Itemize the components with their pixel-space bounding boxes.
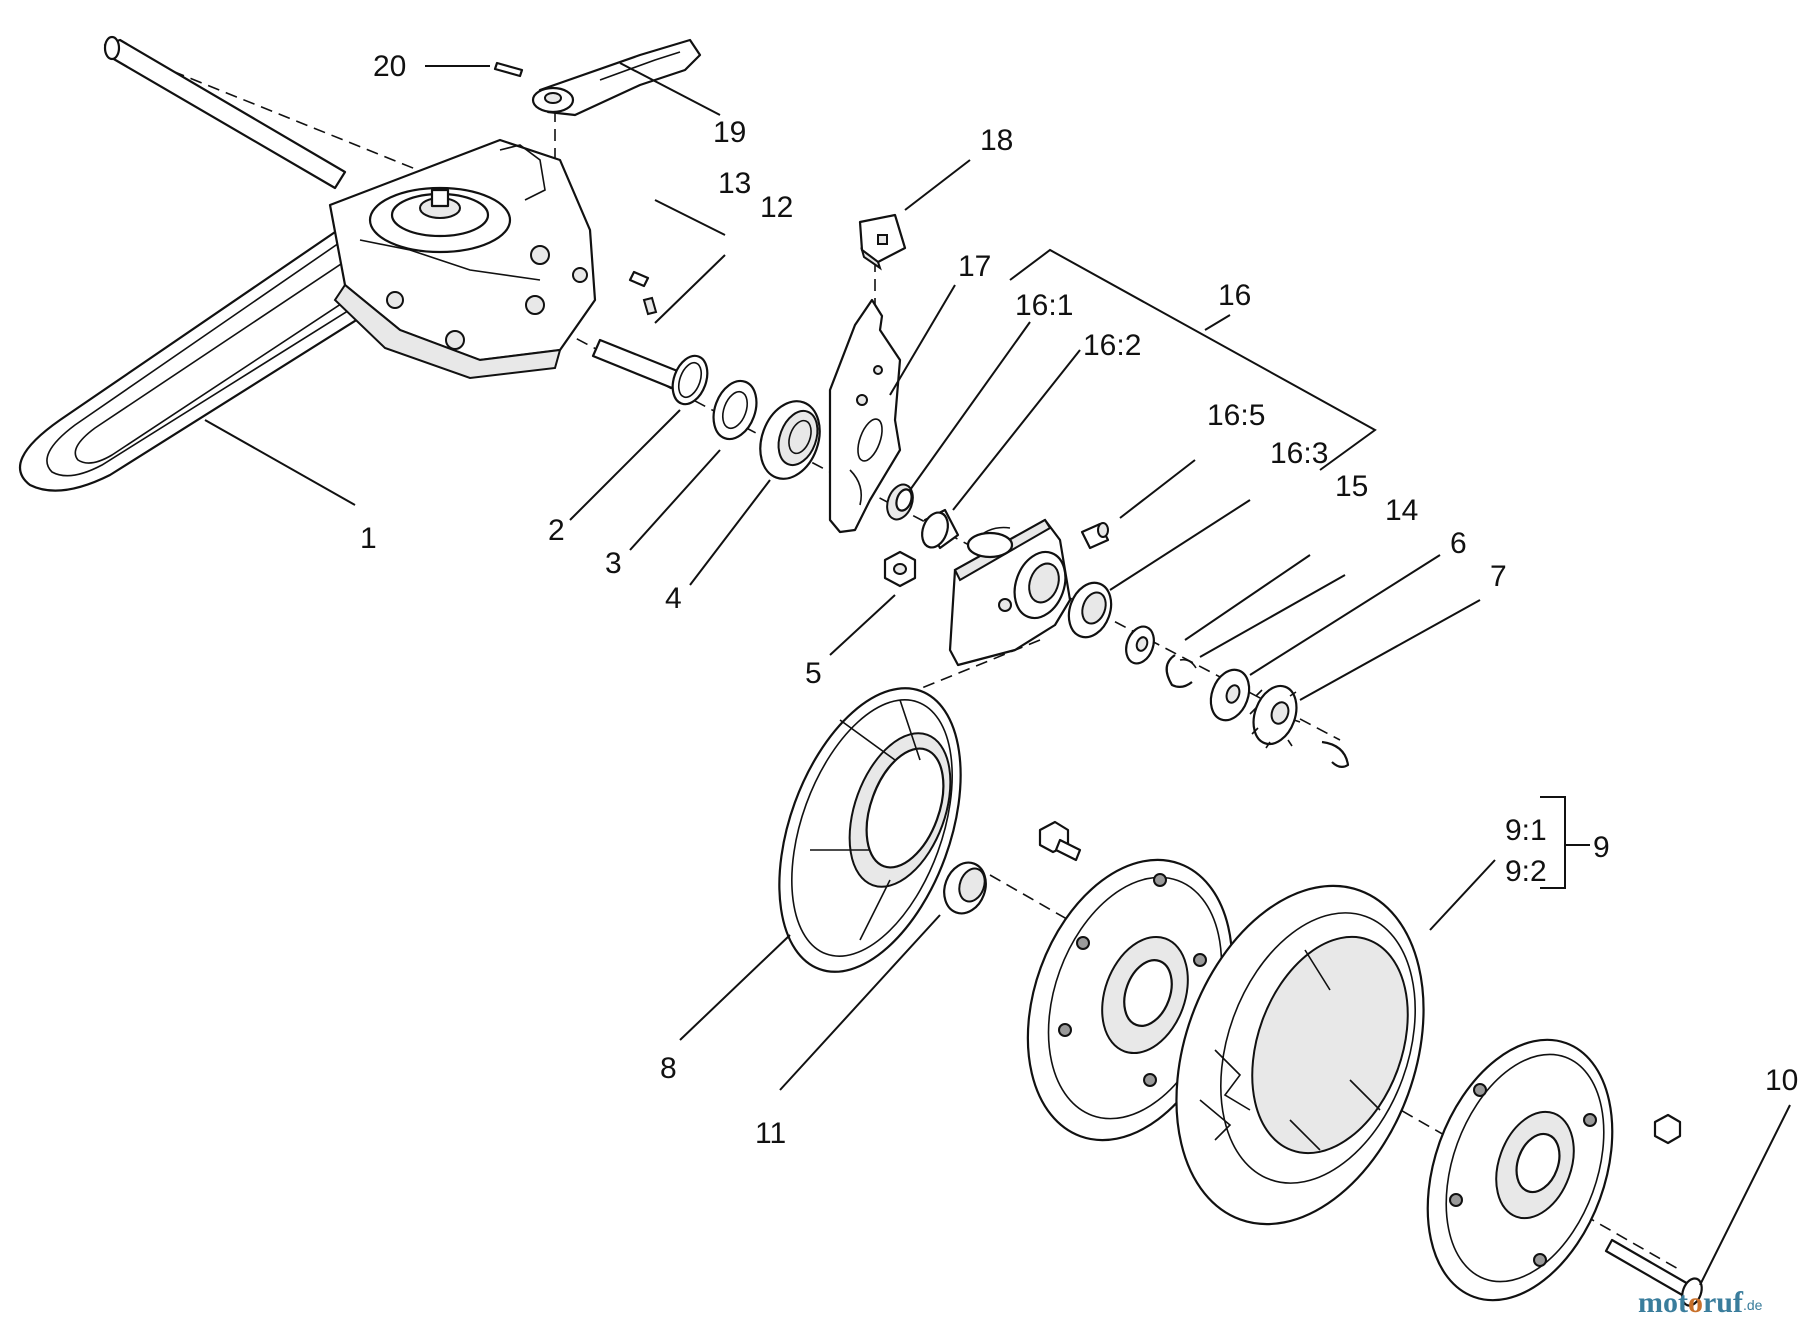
- bracket-cap: [858, 213, 907, 271]
- spacer-16-2: [921, 508, 960, 550]
- retaining-clip-14: [1165, 654, 1197, 689]
- axle-bolt-10: [1604, 1238, 1703, 1307]
- washer-15: [1125, 625, 1155, 665]
- callout-6: 6: [1450, 527, 1467, 560]
- callout-labels: 1 2 3 4 5 6 7 8 9 9:1 9:2 10 11 12 13 14…: [360, 50, 1798, 1150]
- callout-13: 13: [718, 167, 751, 200]
- callout-8: 8: [660, 1052, 677, 1085]
- axle-housing-bracket: [948, 518, 1072, 667]
- height-adjust-bracket: [828, 298, 902, 534]
- callout-12: 12: [760, 191, 793, 224]
- callout-5: 5: [805, 657, 822, 690]
- wheel-tire: [1175, 884, 1425, 1226]
- callout-16-1: 16:1: [1015, 289, 1073, 322]
- pinion-gear: [1249, 684, 1301, 749]
- washer-3: [712, 379, 758, 441]
- handle-shaft: [103, 35, 347, 190]
- hub-nut: [1653, 1113, 1682, 1145]
- control-lever: [531, 38, 702, 117]
- wheel-bolt: [1038, 820, 1082, 862]
- washer-6: [1209, 668, 1251, 722]
- transmission-housing: [328, 138, 597, 380]
- snap-ring: [671, 354, 709, 406]
- callout-16: 16: [1218, 279, 1251, 312]
- callout-1: 1: [360, 522, 377, 555]
- callout-4: 4: [665, 582, 682, 615]
- callout-14: 14: [1385, 494, 1418, 527]
- callout-17: 17: [958, 250, 991, 283]
- callout-7: 7: [1490, 560, 1507, 593]
- callout-11: 11: [755, 1117, 786, 1150]
- callout-9: 9: [1593, 831, 1610, 864]
- wheel-bushing-11: [943, 861, 987, 915]
- drive-shaft: [591, 270, 682, 390]
- callout-9-2: 9:2: [1505, 855, 1547, 888]
- drive-belt-loop: [19, 213, 422, 492]
- callout-9-1: 9:1: [1505, 814, 1547, 847]
- leader-lines: [204, 62, 1791, 1286]
- callout-16-5: 16:5: [1207, 399, 1265, 432]
- retaining-pin: [493, 61, 524, 78]
- callout-20: 20: [373, 50, 406, 83]
- bushing-4: [759, 400, 821, 480]
- nut-5: [883, 550, 917, 588]
- callout-2: 2: [548, 514, 565, 547]
- callout-16-2: 16:2: [1083, 329, 1141, 362]
- callout-19: 19: [713, 116, 746, 149]
- wheel-hub-outer: [1426, 1038, 1614, 1302]
- pin-16-5: [1080, 522, 1110, 550]
- callout-10: 10: [1765, 1064, 1798, 1097]
- callout-18: 18: [980, 124, 1013, 157]
- callout-3: 3: [605, 547, 622, 580]
- bearing-16-3: [1067, 581, 1113, 639]
- watermark-logo: motoruf.de: [1638, 1286, 1763, 1319]
- callout-16-3: 16:3: [1270, 437, 1328, 470]
- bearing-16-1: [886, 483, 914, 521]
- watermark-text: motoruf.de: [1638, 1286, 1763, 1319]
- callout-15: 15: [1335, 470, 1368, 503]
- inner-wheel-cover: [778, 687, 962, 973]
- retaining-clip-7: [1321, 740, 1350, 769]
